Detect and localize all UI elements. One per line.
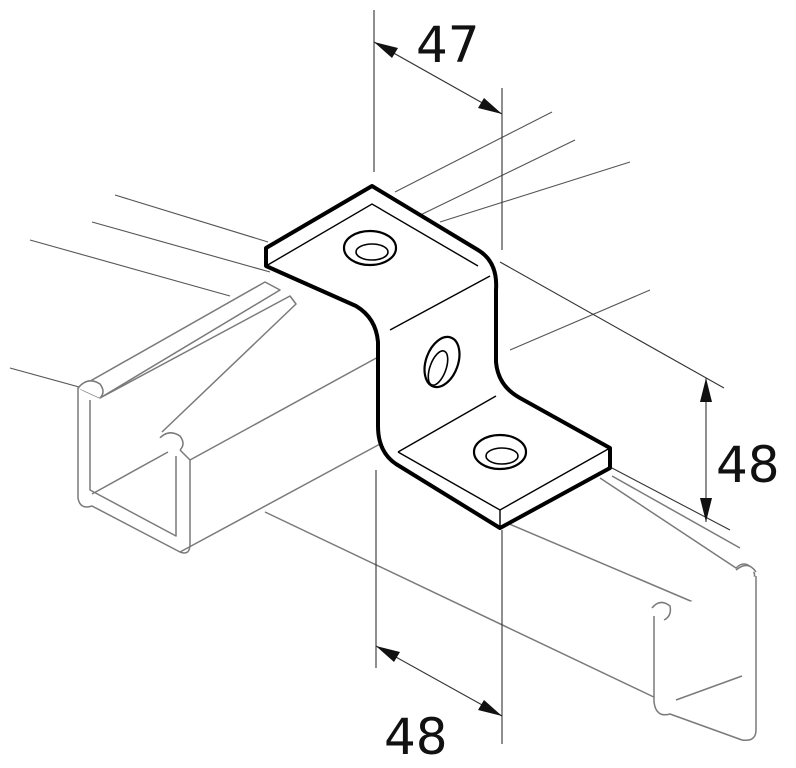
arrow-head-icon [376, 646, 400, 662]
arrow-head-icon [478, 700, 502, 716]
dimension-right: 48 [499, 261, 780, 531]
channel-lower [9, 194, 381, 554]
arrow-head-icon [700, 498, 712, 522]
dimension-label-bottom: 48 [384, 708, 448, 766]
arrow-head-icon [478, 98, 502, 114]
top-hole-icon [342, 229, 398, 267]
z-bracket [264, 184, 612, 530]
bottom-hole-icon [472, 433, 528, 471]
arrow-head-icon [700, 378, 712, 402]
web-hole-icon [423, 335, 461, 389]
channel-right [264, 111, 757, 742]
dimension-top: 47 [373, 10, 503, 250]
dimension-label-height: 48 [716, 436, 780, 494]
dimension-bottom: 48 [375, 470, 503, 766]
arrow-head-icon [374, 42, 398, 58]
dimension-label-top: 47 [416, 16, 480, 74]
